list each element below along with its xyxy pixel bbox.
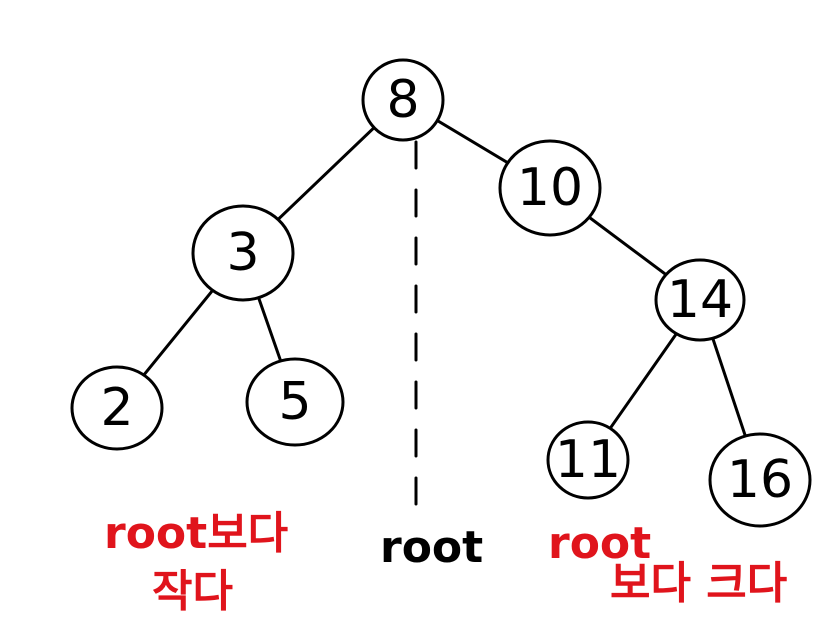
node-circle: [546, 420, 630, 500]
node-label: 2: [100, 378, 133, 438]
tree-node-14: 14: [654, 258, 746, 342]
node-label: 16: [727, 450, 793, 510]
node-circle: [654, 258, 746, 342]
node-circle: [70, 365, 164, 451]
right-annotation-line1: root: [548, 518, 651, 569]
node-label: 8: [386, 70, 419, 130]
tree-node-8: 8: [361, 58, 445, 142]
node-label: 3: [226, 223, 259, 283]
tree-node-5: 5: [245, 357, 345, 447]
node-circle: [498, 139, 602, 237]
left-annotation-line2: 작다: [152, 566, 233, 617]
node-label: 14: [667, 270, 733, 330]
node-circle: [191, 204, 295, 302]
left-annotation-line1: root보다: [104, 508, 288, 559]
tree-node-11: 11: [546, 420, 630, 500]
node-label: 10: [517, 158, 583, 218]
tree-node-3: 3: [191, 204, 295, 302]
node-label: 5: [278, 372, 311, 432]
right-annotation-line2: 보다 크다: [610, 558, 787, 609]
node-label: 11: [555, 430, 621, 490]
tree-nodes: 8 3 10 2 5 14 11 16: [70, 58, 812, 528]
tree-node-10: 10: [498, 139, 602, 237]
tree-node-16: 16: [708, 432, 812, 528]
node-circle: [708, 432, 812, 528]
center-annotation: root: [380, 522, 483, 573]
tree-node-2: 2: [70, 365, 164, 451]
node-circle: [245, 357, 345, 447]
node-circle: [361, 58, 445, 142]
